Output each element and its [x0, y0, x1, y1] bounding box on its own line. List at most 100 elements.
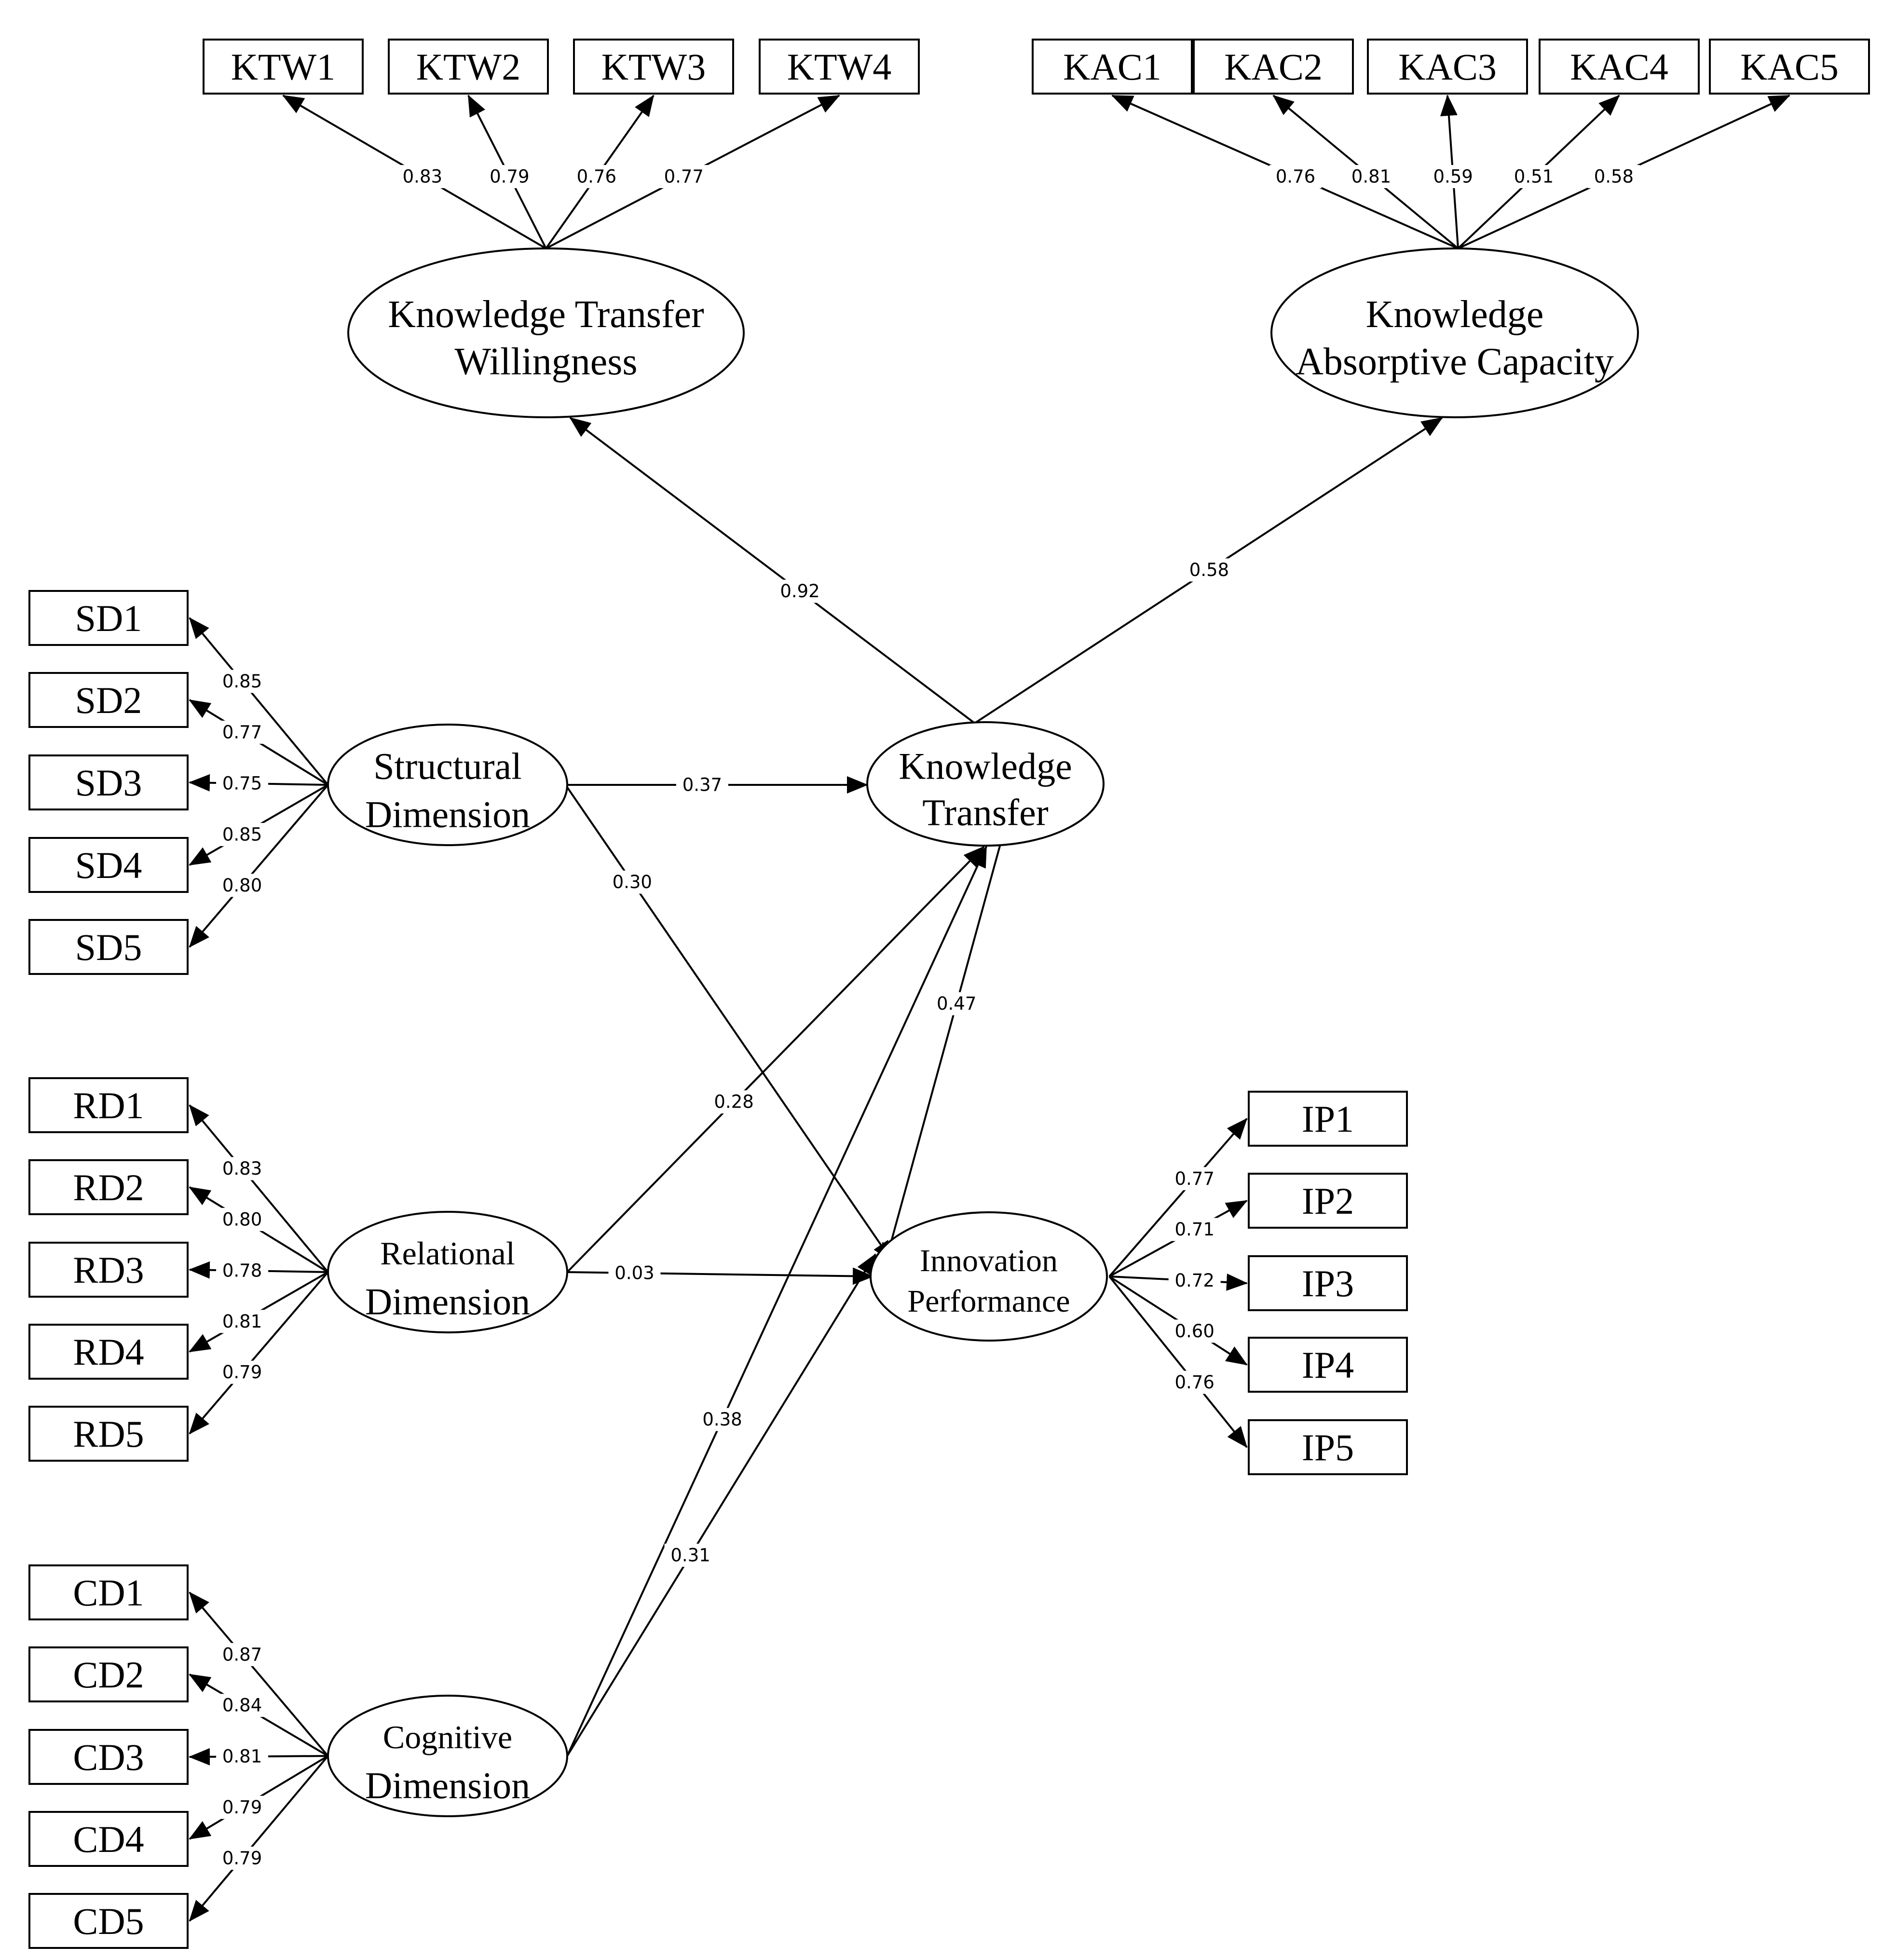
latent-label-line: Cognitive: [383, 1719, 512, 1755]
indicator-label: CD1: [73, 1572, 144, 1614]
indicator-box: [28, 672, 189, 728]
indicator-label: KTW2: [416, 46, 521, 88]
svg-text:0.83: 0.83: [222, 1158, 262, 1179]
indicator-box: [1248, 1173, 1408, 1229]
indicator-label: KAC5: [1740, 46, 1839, 88]
indicator-rd1: RD1: [28, 1077, 189, 1133]
latent-label-line: Dimension: [365, 1764, 530, 1806]
indicator-box: [28, 1646, 189, 1702]
loading-rd4: 0.81: [216, 1310, 269, 1333]
indicator-box: [28, 837, 189, 893]
loading-arrow-ip1: [1108, 1118, 1248, 1277]
indicator-label: KAC2: [1224, 46, 1323, 88]
indicator-box: [759, 39, 920, 95]
loading-ip4: 0.60: [1168, 1319, 1221, 1343]
latent-label-line: Innovation: [920, 1243, 1058, 1278]
svg-text:0.85: 0.85: [222, 671, 262, 692]
svg-text:0.79: 0.79: [222, 1848, 262, 1869]
indicator-rd3: RD3: [28, 1242, 189, 1298]
loading-kac3: 0.59: [1427, 165, 1479, 189]
indicator-label: CD5: [73, 1900, 144, 1942]
indicator-sd4: SD4: [28, 837, 189, 893]
loading-arrow-sd1: [189, 617, 329, 786]
svg-text:0.81: 0.81: [222, 1311, 262, 1332]
svg-text:0.79: 0.79: [222, 1797, 262, 1818]
svg-text:0.38: 0.38: [702, 1409, 742, 1430]
loading-ip1: 0.77: [1168, 1167, 1221, 1191]
svg-text:0.79: 0.79: [490, 166, 529, 187]
indicator-box: [28, 1077, 189, 1133]
svg-text:0.28: 0.28: [714, 1092, 753, 1112]
indicator-box: [1248, 1419, 1408, 1475]
loading-kac5: 0.58: [1587, 165, 1640, 189]
latent-ellipse: [327, 1211, 568, 1333]
svg-text:0.87: 0.87: [222, 1644, 262, 1665]
loading-kac4: 0.51: [1507, 165, 1560, 189]
svg-text:0.77: 0.77: [1175, 1168, 1214, 1189]
svg-text:0.83: 0.83: [403, 166, 442, 187]
path-arrow-cd-to-ip: [566, 1253, 876, 1757]
indicator-sd5: SD5: [28, 919, 189, 975]
latent-ellipse: [1270, 247, 1639, 418]
indicator-ip1: IP1: [1248, 1091, 1408, 1147]
svg-text:0.85: 0.85: [222, 824, 262, 845]
loading-cd3: 0.81: [216, 1745, 269, 1768]
latent-label-line: Relational: [380, 1235, 515, 1272]
indicator-label: IP1: [1302, 1098, 1354, 1140]
svg-text:0.37: 0.37: [682, 775, 722, 795]
indicator-label: SD3: [75, 762, 142, 804]
loading-rd3: 0.78: [216, 1259, 269, 1282]
indicator-box: [28, 1893, 189, 1949]
indicator-kac5: KAC5: [1709, 39, 1870, 95]
indicator-box: [28, 1811, 189, 1867]
indicator-label: IP3: [1302, 1262, 1354, 1304]
path-coef-rd-to-ip: 0.03: [608, 1261, 661, 1285]
path-coef-sd-to-ip: 0.30: [606, 870, 658, 894]
indicator-box: [28, 590, 189, 646]
latent-label-line: Structural: [373, 745, 522, 787]
loading-cd1: 0.87: [216, 1643, 269, 1666]
svg-text:0.81: 0.81: [222, 1746, 262, 1767]
path-arrow-cd-to-kt: [566, 846, 987, 1756]
indicator-label: RD1: [73, 1084, 144, 1126]
indicator-label: KAC3: [1398, 46, 1497, 88]
svg-text:0.58: 0.58: [1189, 560, 1229, 580]
indicator-ktw3: KTW3: [573, 39, 734, 95]
indicator-cd2: CD2: [28, 1646, 189, 1702]
loading-cd5: 0.79: [216, 1847, 269, 1870]
indicator-box: [28, 754, 189, 810]
loading-ip2: 0.71: [1168, 1218, 1221, 1241]
loading-rd1: 0.83: [216, 1157, 269, 1180]
indicator-ktw2: KTW2: [388, 39, 549, 95]
indicator-ip5: IP5: [1248, 1419, 1408, 1475]
latent-label-line: Performance: [907, 1284, 1070, 1319]
indicator-box: [28, 1242, 189, 1298]
indicator-label: KTW4: [787, 46, 892, 88]
indicator-box: [28, 1159, 189, 1215]
path-arrow-sd-to-ip: [566, 786, 893, 1262]
path-coef-kt-to-kac: 0.58: [1183, 558, 1235, 582]
svg-text:0.92: 0.92: [780, 581, 819, 602]
loading-sd2: 0.77: [216, 720, 269, 744]
indicator-ip3: IP3: [1248, 1255, 1408, 1311]
indicator-label: RD3: [73, 1249, 144, 1291]
loading-sd3: 0.75: [216, 771, 269, 795]
svg-text:0.31: 0.31: [670, 1545, 710, 1566]
svg-text:0.59: 0.59: [1433, 166, 1473, 187]
loading-sd4: 0.85: [216, 822, 269, 846]
indicator-cd5: CD5: [28, 1893, 189, 1949]
loading-ip3: 0.72: [1168, 1269, 1221, 1292]
latent-ellipse: [866, 721, 1105, 847]
indicator-label: KTW3: [601, 46, 706, 88]
indicator-ip2: IP2: [1248, 1173, 1408, 1229]
svg-text:0.03: 0.03: [614, 1262, 654, 1283]
latent-ellipse: [327, 1695, 568, 1817]
indicator-label: RD2: [73, 1166, 144, 1208]
loading-sd5: 0.80: [216, 874, 269, 897]
latent-label-line: Knowledge: [899, 745, 1072, 787]
indicator-rd4: RD4: [28, 1324, 189, 1380]
loading-ktw4: 0.77: [657, 165, 710, 189]
